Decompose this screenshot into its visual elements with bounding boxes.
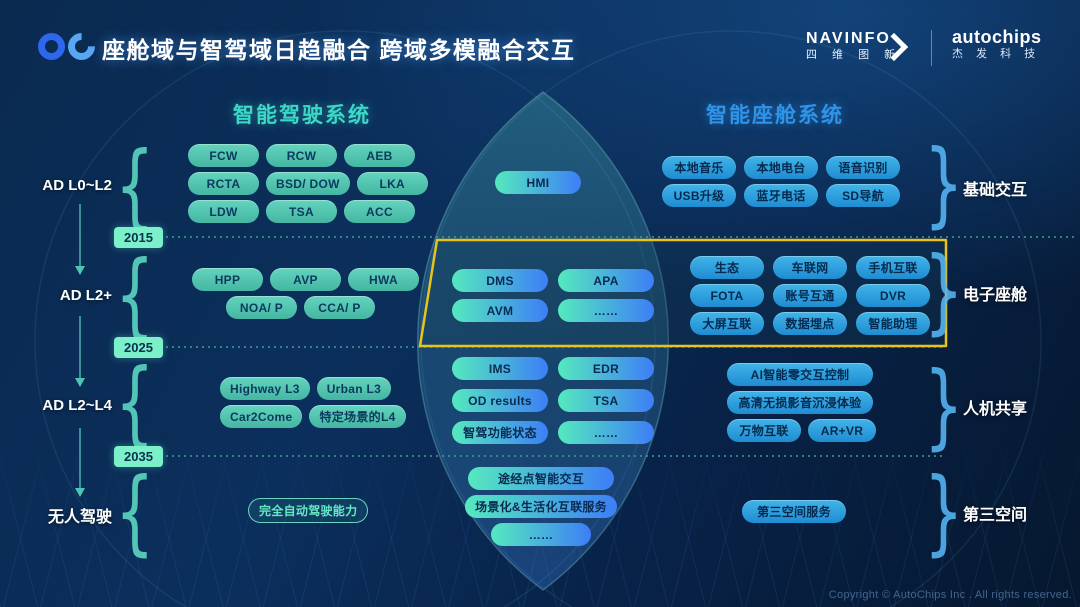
copyright-text: Copyright © AutoChips Inc . All rights r… — [828, 589, 1072, 601]
pill: 特定场景的L4 — [309, 405, 406, 428]
autochips-name: autochips — [952, 27, 1042, 47]
pill: 本地电台 — [744, 156, 818, 179]
group-driving-l2plus: HPP AVP HWA NOA/ P CCA/ P — [192, 268, 419, 324]
pill: DMS — [452, 269, 548, 292]
pill: …… — [558, 421, 654, 444]
pill: SD导航 — [826, 184, 900, 207]
pill: 万物互联 — [727, 419, 801, 442]
pill: 本地音乐 — [662, 156, 736, 179]
logo-divider — [931, 30, 932, 66]
navinfo-logo: NAVINFO 四 维 图 新 — [806, 30, 901, 63]
autochips-logo: autochips 杰 发 科 技 — [952, 27, 1042, 62]
group-driving-l2l4: Highway L3 Urban L3 Car2Come 特定场景的L4 — [220, 377, 406, 433]
year-badge-2015: 2015 — [114, 227, 163, 248]
fusion-lens-shape — [416, 91, 670, 591]
group-center-l2l4: IMS EDR OD results TSA 智驾功能状态 …… — [452, 357, 654, 449]
group-center-driverless: 途经点智能交互 场景化&生活化互联服务 …… — [465, 467, 617, 546]
stage-label-driverless: 无人驾驶 — [47, 509, 112, 526]
pill: 高清无损影音沉浸体验 — [727, 391, 873, 414]
pill: Urban L3 — [316, 377, 392, 400]
pill: AVM — [452, 299, 548, 322]
stage-label-adl2l4: AD L2~L4 — [42, 397, 112, 414]
pill: HPP — [192, 268, 263, 291]
pill: AI智能零交互控制 — [727, 363, 873, 386]
autochips-cn-name: 杰 发 科 技 — [952, 48, 1041, 60]
pill: LKA — [356, 172, 428, 195]
right-brace-1 — [924, 138, 946, 231]
pill: 场景化&生活化互联服务 — [465, 495, 617, 518]
stage-label-share: 人机共享 — [963, 401, 1028, 418]
pill: HMI — [495, 171, 581, 194]
pill: BSD/ DOW — [266, 172, 350, 195]
left-brace-2 — [115, 249, 137, 342]
group-center-l2plus: DMS APA AVM …… — [452, 269, 654, 327]
right-brace-3 — [924, 360, 946, 453]
stage-label-thirdspace: 第三空间 — [963, 507, 1028, 524]
stage-label-adl2plus: AD L2+ — [59, 287, 112, 304]
pill: 生态 — [690, 256, 764, 279]
pill: FOTA — [690, 284, 764, 307]
cockpit-system-title: 智能座舱系统 — [706, 104, 844, 127]
pill: USB升级 — [662, 184, 736, 207]
group-cockpit-thirdspace: 第三空间服务 — [742, 500, 846, 523]
pill: RCTA — [188, 172, 259, 195]
oc-logo — [38, 27, 101, 66]
group-cockpit-share: AI智能零交互控制 高清无损影音沉浸体验 万物互联 AR+VR — [727, 363, 876, 447]
pill: FCW — [188, 144, 259, 167]
logo-o-ring-icon — [38, 33, 65, 60]
right-brace-4 — [924, 466, 946, 559]
pill: 手机互联 — [856, 256, 930, 279]
group-driverless: 完全自动驾驶能力 — [248, 498, 369, 523]
pill: AEB — [344, 144, 415, 167]
pill: RCW — [266, 144, 337, 167]
group-cockpit-basic: 本地音乐 本地电台 语音识别 USB升级 蓝牙电话 SD导航 — [662, 156, 900, 212]
pill: 语音识别 — [826, 156, 900, 179]
group-driving-l0l2: FCW RCW AEB RCTA BSD/ DOW LKA LDW TSA AC… — [188, 144, 428, 228]
pill: 第三空间服务 — [742, 500, 846, 523]
pill: …… — [491, 523, 591, 546]
pill: NOA/ P — [226, 296, 297, 319]
pill: 账号互通 — [773, 284, 847, 307]
pill: 智能助理 — [856, 312, 930, 335]
evolution-arrow-heads — [75, 266, 85, 497]
pill: 大屏互联 — [690, 312, 764, 335]
pill: 途经点智能交互 — [468, 467, 614, 490]
stage-label-ecockpit: 电子座舱 — [963, 287, 1028, 304]
pill: TSA — [266, 200, 337, 223]
year-badge-2035: 2035 — [114, 446, 163, 467]
year-badge-2025: 2025 — [114, 337, 163, 358]
stage-label-adl0l2: AD L0~L2 — [42, 177, 112, 194]
pill: …… — [558, 299, 654, 322]
pill: AR+VR — [808, 419, 876, 442]
group-hmi: HMI — [495, 171, 581, 194]
stage-label-basic: 基础交互 — [963, 182, 1028, 199]
pill: HWA — [348, 268, 419, 291]
driving-system-title: 智能驾驶系统 — [233, 104, 371, 127]
pill: LDW — [188, 200, 259, 223]
pill: 智驾功能状态 — [452, 421, 548, 444]
left-brace-3 — [115, 357, 137, 450]
group-cockpit-ecockpit: 生态 车联网 手机互联 FOTA 账号互通 DVR 大屏互联 数据埋点 智能助理 — [690, 256, 930, 340]
pill: IMS — [452, 357, 548, 380]
navinfo-cn-name: 四 维 图 新 — [806, 49, 902, 61]
left-brace-4 — [115, 466, 137, 559]
pill: TSA — [558, 389, 654, 412]
left-brace-1 — [115, 140, 137, 233]
pill: EDR — [558, 357, 654, 380]
pill: 数据埋点 — [773, 312, 847, 335]
pill: Highway L3 — [220, 377, 310, 400]
pill: ACC — [344, 200, 415, 223]
pill: DVR — [856, 284, 930, 307]
pill: AVP — [270, 268, 341, 291]
pill: APA — [558, 269, 654, 292]
page-title: 座舱域与智驾域日趋融合 跨域多模融合交互 — [102, 37, 576, 63]
logo-c-ring-icon — [62, 27, 101, 66]
pill: Car2Come — [220, 405, 303, 428]
pill: 蓝牙电话 — [744, 184, 818, 207]
pill: OD results — [452, 389, 548, 412]
pill: 车联网 — [773, 256, 847, 279]
pill: CCA/ P — [304, 296, 375, 319]
navinfo-name: NAVINFO — [806, 30, 891, 47]
pill: 完全自动驾驶能力 — [248, 498, 369, 523]
